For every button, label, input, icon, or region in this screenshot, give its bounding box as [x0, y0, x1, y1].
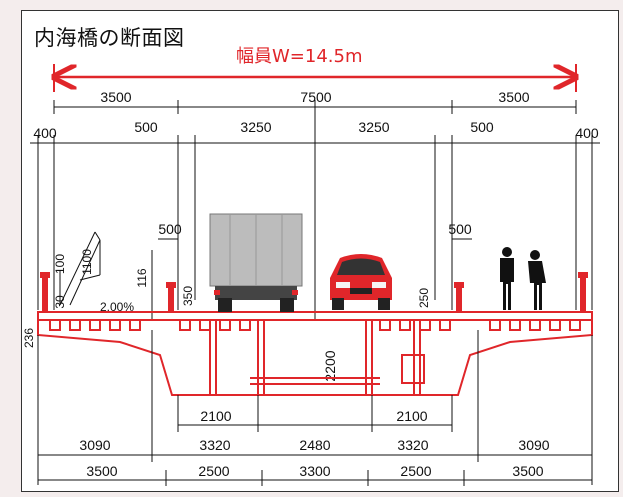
- dim-lane-right-3250: 3250: [358, 119, 389, 135]
- bridge-deck: [37, 311, 593, 396]
- dim-bottom-3300: 3300: [299, 463, 330, 479]
- bottom-dimension-lines: [37, 330, 593, 486]
- dim-curb-left-500: 500: [158, 221, 182, 237]
- dim-bottom-2500-right: 2500: [400, 463, 431, 479]
- dim-bottom-3320-left: 3320: [199, 437, 230, 453]
- dim-1100: 1100: [80, 249, 94, 275]
- pedestrians-icon: [500, 247, 546, 310]
- dim-350: 350: [181, 286, 195, 306]
- dim-left-3500: 3500: [100, 89, 131, 105]
- dim-right-500: 500: [470, 119, 494, 135]
- top-dimension-lines: [30, 100, 600, 320]
- dim-bottom-2500-left: 2500: [198, 463, 229, 479]
- dim-2200: 2200: [322, 350, 338, 381]
- dim-bottom-2100-right: 2100: [396, 408, 427, 424]
- dim-100: 100: [53, 254, 67, 274]
- dim-left-400: 400: [33, 125, 57, 141]
- dim-center-7500: 7500: [300, 89, 331, 105]
- dim-bottom-3090-left: 3090: [79, 437, 110, 453]
- dim-left-500: 500: [134, 119, 158, 135]
- dim-250: 250: [417, 288, 431, 308]
- railings: [40, 272, 588, 312]
- drawing-frame: [21, 10, 619, 492]
- dim-right-3500: 3500: [498, 89, 529, 105]
- dim-curb-right-500: 500: [448, 221, 472, 237]
- dim-bottom-2100-left: 2100: [200, 408, 231, 424]
- dim-116: 116: [135, 268, 149, 287]
- dim-30: 30: [53, 295, 67, 309]
- car-icon: [330, 254, 392, 310]
- dim-lane-left-3250: 3250: [240, 119, 271, 135]
- width-label: 幅員W=14.5m: [236, 46, 363, 67]
- dim-bottom-3500-right: 3500: [512, 463, 543, 479]
- dim-right-400: 400: [575, 125, 599, 141]
- dim-bottom-3500-left: 3500: [86, 463, 117, 479]
- page-title: 内海橋の断面図: [34, 26, 185, 50]
- dim-236: 236: [22, 328, 36, 348]
- dim-bottom-2480: 2480: [299, 437, 330, 453]
- dim-bottom-3090-right: 3090: [518, 437, 549, 453]
- dim-bottom-3320-right: 3320: [397, 437, 428, 453]
- slope-label: 2.00%: [100, 300, 134, 314]
- truck-icon: [209, 213, 303, 312]
